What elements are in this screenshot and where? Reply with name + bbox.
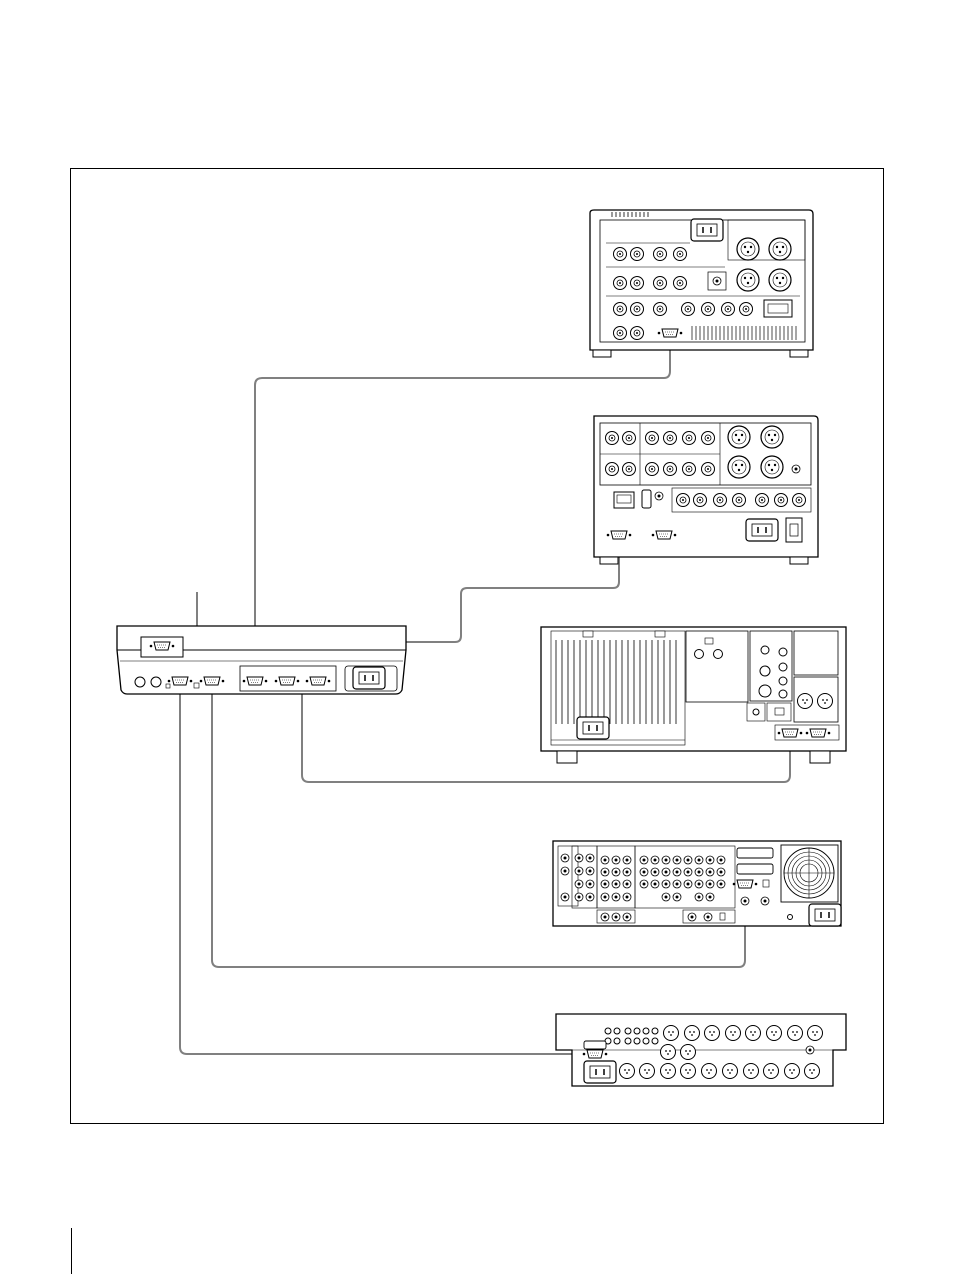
cable-to-audio-mixer [180,681,590,1054]
switcher [553,841,841,926]
page-margin-rule [71,1228,72,1274]
vtr-2 [594,416,818,564]
audio-mixer [556,1014,846,1086]
editing-controller [117,626,406,694]
vtr-1 [590,210,813,357]
vtr-3 [541,627,846,763]
